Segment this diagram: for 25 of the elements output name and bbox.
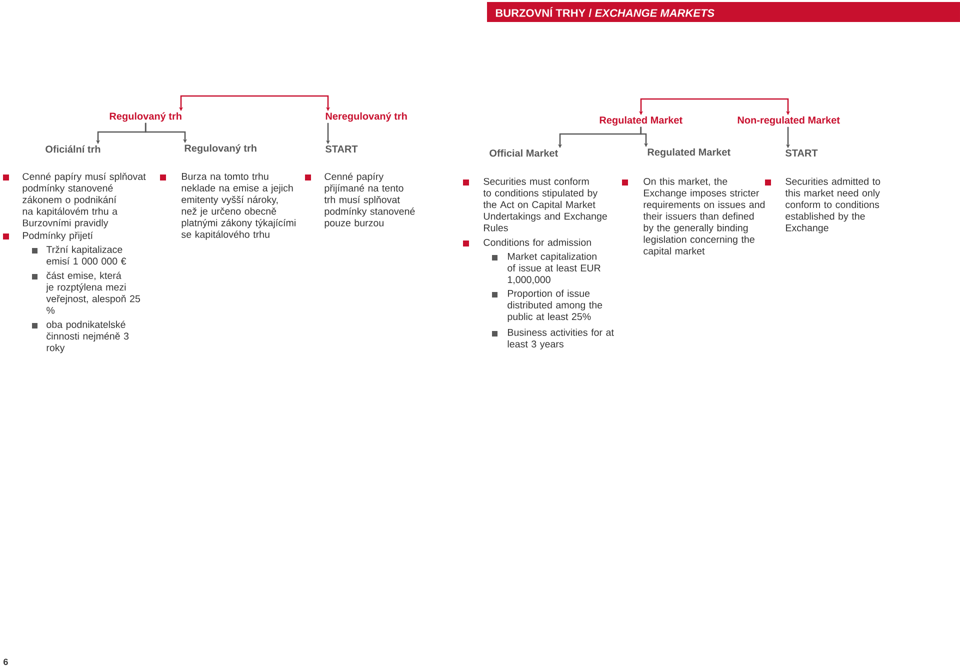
bullet-text: Cenné papíry musí splňovat podmínky stanovené zákonem o podnikání na kapitálovém trhu a Burzovními pravidly bbox=[22, 172, 146, 228]
node-label: Regulated Market bbox=[600, 116, 682, 126]
bullet-text: On this market, the Exchange imposes stricter requirements on issues and their issuers than defined by the generally binding legislation concerning the capital market bbox=[643, 178, 765, 256]
bullet-text: Conditions for admission bbox=[484, 238, 591, 246]
bullet-text: Proportion of issue distributed among the public at least 25% bbox=[508, 290, 602, 322]
bullet-text: Securities admitted to this market need only conform to conditions established by the Exchange bbox=[785, 178, 880, 234]
node-label: Regulated Market bbox=[648, 148, 730, 158]
bullet-text: Business activities for at least 3 years bbox=[508, 328, 614, 350]
node-label: Official Market bbox=[490, 149, 558, 157]
page-number: 6 bbox=[4, 658, 8, 666]
title-bar: BURZOVNÍ TRHY / EXCHANGE MARKETS bbox=[487, 2, 960, 22]
bullet-text: Podmínky přijetí bbox=[23, 232, 93, 241]
bullet-text: Tržní kapitalizace emisí 1 000 000 € bbox=[46, 246, 126, 265]
node-label: Oficiální trh bbox=[46, 145, 100, 153]
bullet-text: Market capitalization of issue at least EUR 1,000,000 bbox=[508, 252, 600, 284]
node-label: START bbox=[786, 149, 818, 157]
bullet-text: oba podnikatelské činnosti nejméně 3 roky bbox=[46, 320, 129, 354]
node-label: START bbox=[326, 145, 358, 153]
node-label: Regulovaný trh bbox=[184, 144, 256, 154]
bullet-text: Burza na tomto trhu neklade na emise a jejich emitenty vyšší nároky, než je určeno obecně platnými zákony týkajícími se kapitálového trhu bbox=[181, 172, 296, 240]
node-label: Regulovaný trh bbox=[110, 112, 182, 122]
bullet-text: Cenné papíry přijímané na tento trh musí splňovat podmínky stanovené pouze burzou bbox=[324, 172, 415, 228]
bullet-text: Securities must conform to conditions stipulated by the Act on Capital Market Undertakings and Exchange Rules bbox=[483, 178, 607, 232]
node-label: Non-regulated Market bbox=[738, 116, 840, 126]
node-label: Neregulovaný trh bbox=[326, 112, 407, 122]
